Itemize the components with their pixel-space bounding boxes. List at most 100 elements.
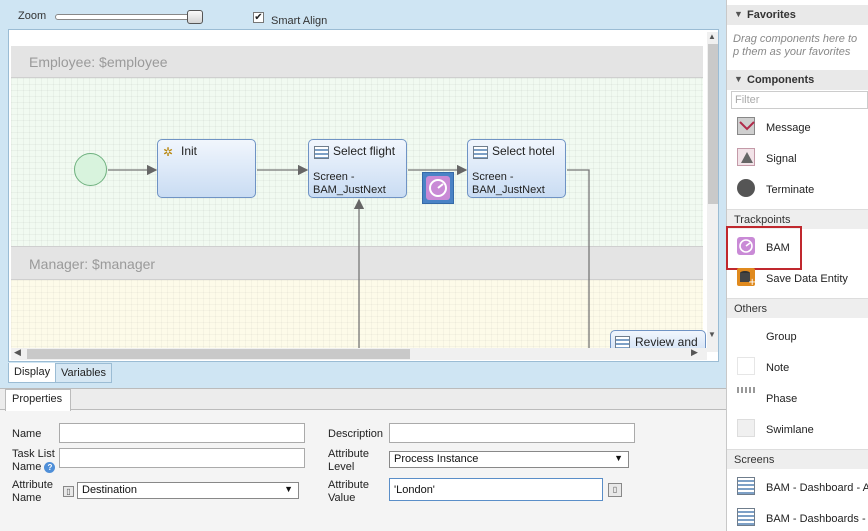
screen-icon: [473, 146, 488, 159]
scroll-left-icon[interactable]: ◀: [14, 347, 21, 357]
signal-icon: [737, 148, 755, 166]
filter-input[interactable]: Filter: [731, 91, 868, 109]
attribute-level-label-line1: Attribute: [328, 448, 369, 460]
palette-item-message[interactable]: Message: [727, 112, 868, 143]
chevron-down-icon: ▼: [614, 453, 623, 463]
zoom-slider[interactable]: [55, 14, 195, 20]
palette-item-label: BAM - Dashboards - B: [766, 513, 868, 525]
svg-text:+: +: [748, 277, 755, 286]
note-icon: [737, 357, 755, 375]
collapse-icon: ▼: [734, 74, 743, 84]
palette-item-label: BAM: [766, 242, 790, 254]
screen-icon: [737, 477, 755, 495]
task-select-flight[interactable]: Select flight Screen - BAM_JustNext: [308, 139, 407, 198]
description-label: Description: [328, 428, 384, 440]
attribute-value-label-line1: Attribute: [328, 479, 369, 491]
lane-employee-header[interactable]: [11, 46, 703, 78]
bam-trackpoint-icon: [426, 176, 450, 200]
palette-item-phase[interactable]: Phase: [727, 383, 868, 414]
attribute-level-value: Process Instance: [394, 453, 479, 465]
palette-item-note[interactable]: Note: [727, 352, 868, 383]
lane-employee-title: Employee: $employee: [29, 54, 168, 70]
palette-item-label: Save Data Entity: [766, 273, 848, 285]
task-list-name-input[interactable]: [59, 448, 305, 468]
task-init-title: Init: [181, 144, 198, 158]
terminate-icon: [737, 179, 755, 197]
description-input[interactable]: [389, 423, 635, 443]
task-select-hotel-title: Select hotel: [492, 144, 555, 158]
name-label: Name: [12, 428, 42, 440]
process-canvas[interactable]: Employee: $employee Manager: $manager ✲ …: [8, 29, 719, 362]
properties-tabbar: [0, 389, 726, 410]
palette-item-signal[interactable]: Signal: [727, 143, 868, 174]
attribute-level-label-line2: Level: [328, 461, 355, 473]
phase-icon: [737, 387, 755, 393]
palette-item-label: Message: [766, 122, 811, 134]
palette-item-bam[interactable]: BAM: [727, 232, 868, 263]
attribute-name-value: Destination: [82, 484, 138, 496]
chevron-down-icon: ▼: [284, 484, 293, 494]
scroll-right-icon[interactable]: ▶: [691, 347, 698, 357]
favorites-hint: Drag components here to p them as your f…: [733, 33, 858, 58]
gear-icon: ✲: [163, 145, 174, 159]
components-header[interactable]: ▼ Components: [727, 70, 868, 90]
tab-display[interactable]: Display: [8, 363, 57, 383]
scroll-up-icon[interactable]: ▲: [708, 32, 716, 41]
favorites-header[interactable]: ▼ Favorites: [727, 5, 868, 25]
bam-highlight-box: [726, 226, 802, 270]
attribute-name-label-line1: Attribute: [12, 479, 53, 491]
swimlane-icon: [737, 419, 755, 437]
attribute-name-select[interactable]: Destination ▼: [77, 482, 299, 499]
lane-manager-header[interactable]: [11, 246, 703, 280]
start-event[interactable]: [74, 153, 107, 186]
canvas-vertical-scroll-thumb[interactable]: [708, 44, 718, 204]
smart-align-checkbox[interactable]: ✔: [253, 12, 264, 23]
smart-align-label: Smart Align: [271, 15, 328, 27]
flow-connectors: [108, 164, 590, 350]
screen-icon: [737, 508, 755, 526]
help-icon[interactable]: ?: [44, 461, 56, 473]
palette-item-screen-1[interactable]: BAM - Dashboard - Ac: [727, 472, 868, 503]
tab-properties[interactable]: Properties: [5, 389, 71, 411]
zoom-slider-handle[interactable]: [187, 10, 203, 24]
expression-editor-icon[interactable]: ▯: [608, 483, 622, 497]
lane-manager[interactable]: [11, 280, 703, 350]
attribute-value-label-line2: Value: [328, 492, 356, 504]
task-list-name-label-line2: Name ?: [12, 461, 56, 473]
attribute-name-label-line2: Name: [12, 492, 42, 504]
message-icon: [737, 117, 755, 135]
palette-item-group[interactable]: Group: [727, 321, 868, 352]
canvas-horizontal-scroll-thumb[interactable]: [27, 349, 410, 359]
expression-icon[interactable]: ▯: [63, 486, 74, 497]
trackpoints-header: Trackpoints: [727, 209, 868, 229]
task-init[interactable]: ✲ Init: [157, 139, 256, 198]
palette-item-swimlane[interactable]: Swimlane: [727, 414, 868, 445]
others-header: Others: [727, 298, 868, 318]
lane-manager-title: Manager: $manager: [29, 256, 156, 272]
palette-item-save-data-entity[interactable]: + Save Data Entity: [727, 263, 868, 294]
task-select-flight-subtitle: Screen - BAM_JustNext: [313, 171, 386, 196]
palette-item-label: Signal: [766, 153, 797, 165]
palette-item-terminate[interactable]: Terminate: [727, 174, 868, 205]
flow-hotel-to-review: [567, 169, 590, 350]
screen-icon: [314, 146, 329, 159]
components-header-label: Components: [747, 74, 815, 86]
palette-item-label: Swimlane: [766, 424, 814, 436]
task-select-hotel[interactable]: Select hotel Screen - BAM_JustNext: [467, 139, 566, 198]
palette-item-label: Terminate: [766, 184, 815, 196]
tab-variables[interactable]: Variables: [55, 363, 113, 383]
task-select-flight-title: Select flight: [333, 144, 396, 158]
name-input[interactable]: [59, 423, 305, 443]
scroll-down-icon[interactable]: ▼: [708, 330, 716, 339]
attribute-value-input[interactable]: [389, 478, 603, 501]
collapse-icon: ▼: [734, 9, 743, 19]
bam-icon: [737, 237, 755, 255]
palette-item-label: Phase: [766, 393, 798, 405]
attribute-level-select[interactable]: Process Instance ▼: [389, 451, 629, 468]
task-review-title: Review and: [635, 335, 698, 349]
screens-header: Screens: [727, 449, 868, 469]
task-list-name-label-line1: Task List: [12, 448, 55, 460]
palette-item-label: Group: [766, 331, 797, 343]
zoom-label: Zoom: [18, 10, 47, 22]
palette-item-screen-2[interactable]: BAM - Dashboards - B: [727, 503, 868, 531]
